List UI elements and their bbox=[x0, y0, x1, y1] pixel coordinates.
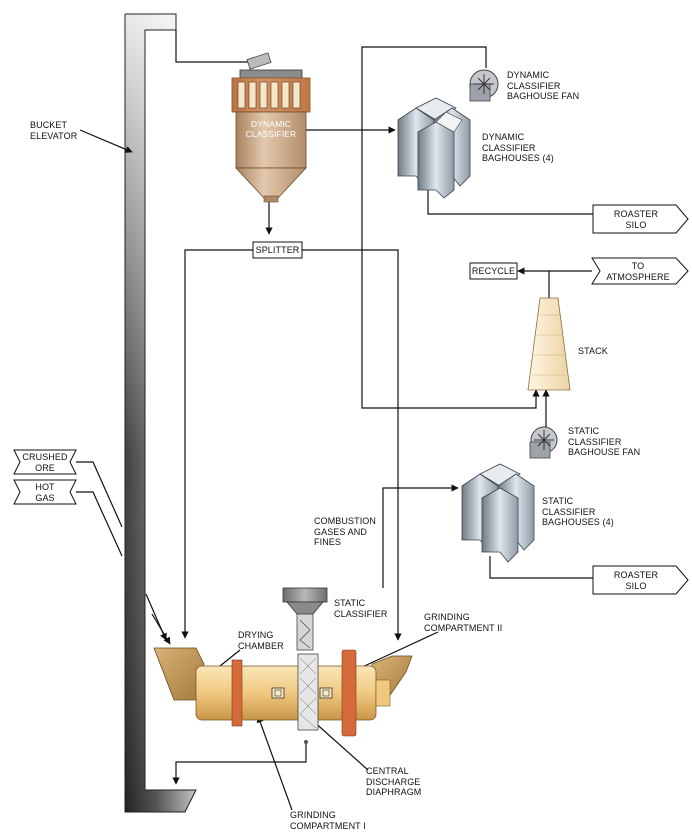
roaster-silo-tag-2 bbox=[592, 565, 689, 595]
roaster-silo-label-2: ROASTER SILO bbox=[613, 570, 659, 591]
splitter-box bbox=[252, 241, 303, 259]
dynamic-baghouses bbox=[397, 97, 471, 199]
grinding-mill bbox=[153, 647, 413, 744]
recycle-box bbox=[469, 262, 518, 280]
hot-gas-tag bbox=[13, 479, 77, 505]
to-atmosphere-label: TO ATMOSPHERE bbox=[606, 261, 670, 282]
hot-gas-label: HOT GAS bbox=[35, 482, 55, 503]
recycle-label: RECYCLE bbox=[471, 266, 516, 276]
drying-chamber-label: DRYING CHAMBER bbox=[238, 630, 284, 651]
grinding-compartment-2-label: GRINDING COMPARTMENT II bbox=[424, 612, 503, 633]
static-classifier bbox=[282, 587, 328, 651]
static-classifier-fan bbox=[529, 426, 558, 459]
static-baghouses-label: STATIC CLASSIFIER BAGHOUSES (4) bbox=[542, 496, 614, 527]
bucket-elevator-label: BUCKET ELEVATOR bbox=[30, 120, 78, 141]
combustion-gases-label: COMBUSTION GASES AND FINES bbox=[314, 516, 377, 547]
crushed-ore-tag bbox=[13, 449, 77, 475]
static-fan-label: STATIC CLASSIFIER BAGHOUSE FAN bbox=[568, 426, 641, 457]
stack-label: STACK bbox=[578, 346, 608, 356]
bucket-elevator bbox=[124, 13, 197, 813]
flow-lines bbox=[76, 30, 593, 811]
dynamic-classifier-fan bbox=[469, 69, 499, 102]
crushed-ore-label: CRUSHED ORE bbox=[22, 452, 68, 473]
dynamic-fan-label: DYNAMIC CLASSIFIER BAGHOUSE FAN bbox=[507, 70, 580, 101]
central-discharge-label: CENTRAL DISCHARGE DIAPHRAGM bbox=[366, 766, 422, 797]
to-atmosphere-tag bbox=[591, 257, 689, 285]
static-classifier-label: STATIC CLASSIFIER bbox=[334, 598, 388, 619]
dynamic-classifier-label: DYNAMIC CLASSIFIER bbox=[245, 119, 297, 139]
roaster-silo-label-1: ROASTER SILO bbox=[613, 209, 659, 230]
stack bbox=[527, 297, 571, 391]
dynamic-baghouses-label: DYNAMIC CLASSIFIER BAGHOUSES (4) bbox=[482, 132, 554, 163]
dynamic-classifier bbox=[231, 52, 311, 203]
roaster-silo-tag-1 bbox=[592, 204, 689, 234]
grinding-compartment-1-label: GRINDING COMPARTMENT I bbox=[290, 810, 366, 831]
splitter-label: SPLITTER bbox=[255, 245, 300, 255]
static-baghouses bbox=[461, 463, 535, 563]
